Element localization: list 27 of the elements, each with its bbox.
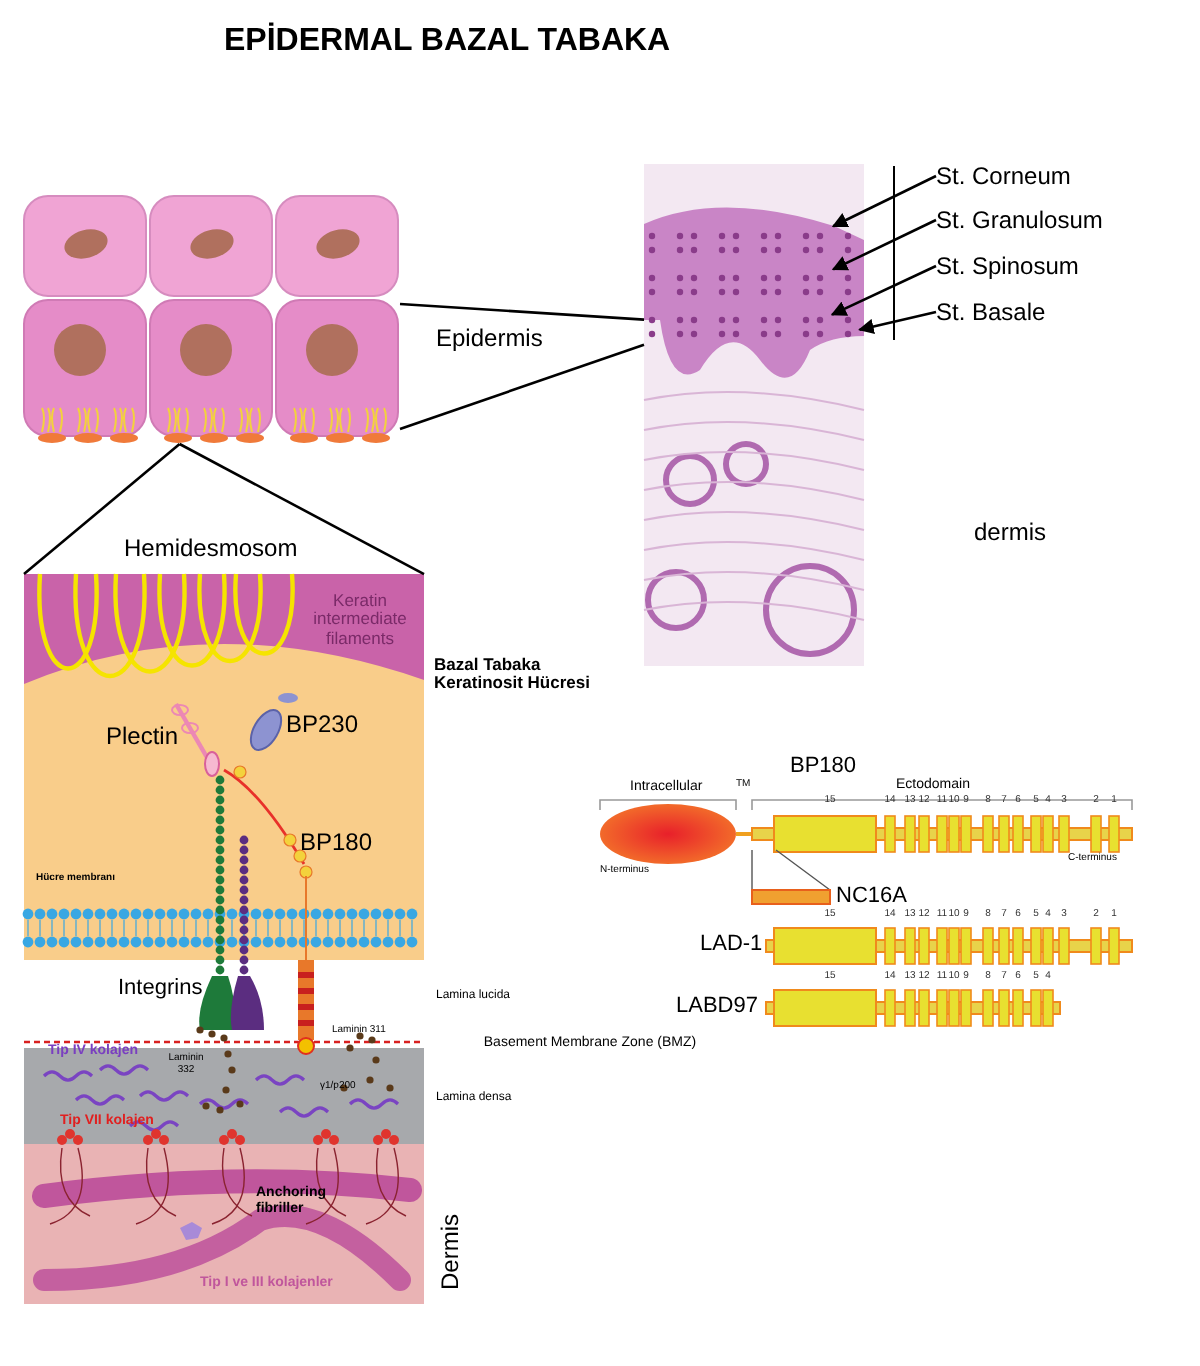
cell-label: Bazal Tabaka Keratinosit Hücresi	[434, 656, 592, 694]
protein-title: BP180	[790, 754, 857, 780]
arrow	[858, 310, 937, 335]
layer-label: St. Basale	[936, 296, 1046, 328]
arrow	[830, 264, 937, 316]
zoom-line	[399, 302, 645, 321]
layer-label: Dermis	[438, 1214, 466, 1290]
arrow	[831, 218, 937, 271]
layer-label: Epidermis	[436, 326, 543, 354]
zoom-line	[23, 443, 181, 576]
layer-label: dermis	[974, 520, 1047, 548]
panel-heading: Hemidesmosom	[124, 536, 298, 564]
protein-label: BP230	[286, 712, 359, 740]
layer-label: St. Spinosum	[936, 250, 1079, 282]
structure-label: Keratin intermediate filaments	[311, 592, 409, 649]
arrow	[831, 174, 937, 228]
layer-label: St. Corneum	[936, 160, 1071, 192]
zoom-line	[179, 442, 425, 576]
fragment-label: NC16A	[836, 884, 907, 909]
zoom-line	[399, 343, 645, 431]
protein-label: BP180	[300, 830, 373, 858]
protein-label: Integrins	[118, 976, 203, 1002]
layer-label: St. Granulosum	[936, 204, 1103, 236]
title: EPİDERMAL BAZAL TABAKA	[224, 24, 671, 61]
isoform-label: LABD97	[676, 994, 758, 1020]
isoform-label: LAD-1	[700, 932, 763, 958]
protein-label: Plectin	[106, 724, 179, 752]
